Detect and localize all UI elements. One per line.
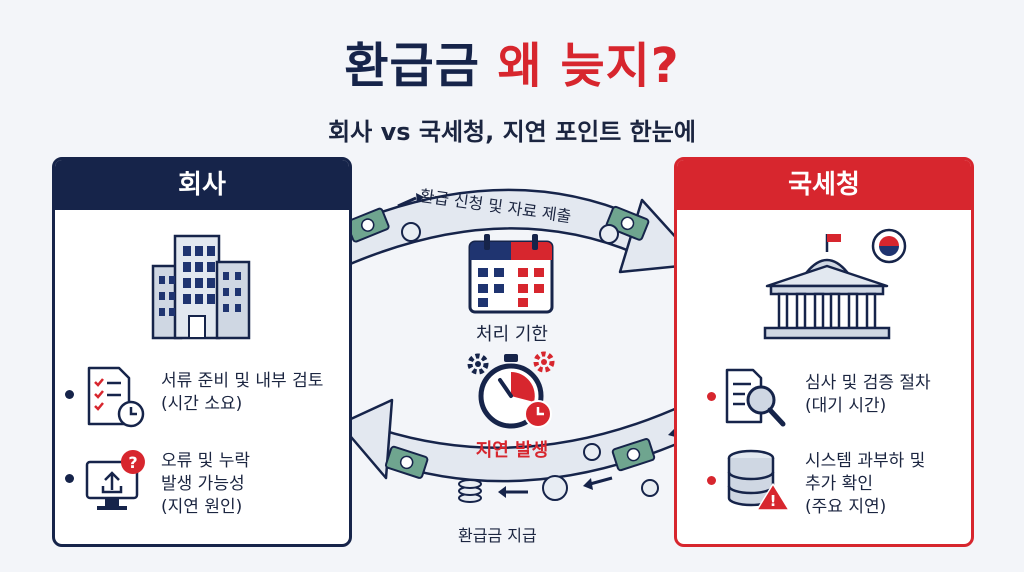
company-item-2-line-1: 오류 및 누락	[161, 451, 251, 471]
nts-item-1-line-2: (대기 시간)	[805, 396, 887, 416]
nts-item-2-line-2: 추가 확인	[805, 474, 873, 494]
nts-panel: 국세청 심사 및 검증 절차 (대기 시간)	[674, 157, 974, 547]
svg-text:?: ?	[128, 453, 137, 472]
small-arrow-icon	[397, 196, 417, 208]
bullet-dot	[707, 392, 716, 401]
nts-item-2-line-1: 시스템 과부하 및	[805, 451, 926, 471]
title-part-1: 환급금	[344, 38, 480, 94]
bullet-dot	[65, 474, 74, 483]
coin-stack-icon	[458, 479, 482, 503]
monitor-upload-error-icon: ?	[85, 450, 145, 510]
stopwatch-gears-icon	[467, 351, 555, 429]
svg-text:!: !	[770, 492, 777, 510]
company-item-2-line-3: (지연 원인)	[161, 497, 243, 517]
nts-item-1: 심사 및 검증 절차 (대기 시간)	[805, 372, 931, 418]
coin-icon	[542, 443, 659, 501]
deadline-label: 처리 기한	[476, 324, 548, 345]
money-bill-icon	[384, 445, 429, 479]
payout-flow-label: 환급금 지급	[458, 526, 537, 545]
company-panel-header: 회사	[55, 160, 349, 210]
government-building-icon	[763, 228, 907, 340]
company-item-2-line-2: 발생 가능성	[161, 474, 245, 494]
bullet-dot	[65, 390, 74, 399]
page-title: 환급금 왜 늦지?	[0, 26, 1024, 96]
company-item-1-line-1: 서류 준비 및 내부 검토	[161, 371, 324, 391]
money-bill-icon	[605, 205, 650, 241]
nts-item-1-line-1: 심사 및 검증 절차	[805, 373, 931, 393]
payout-flow-arrow	[338, 398, 688, 483]
nts-item-2: 시스템 과부하 및 추가 확인 (주요 지연)	[805, 450, 925, 519]
nts-item-2-line-3: (주요 지연)	[805, 497, 887, 517]
page-subtitle: 회사 vs 국세청, 지연 포인트 한눈에	[328, 118, 696, 146]
calendar-icon	[468, 234, 554, 314]
bullet-dot	[707, 476, 716, 485]
delay-label: 지연 발생	[475, 440, 549, 461]
title-part-2: 왜 늦지?	[497, 38, 680, 94]
money-bill-icon	[611, 438, 656, 472]
document-checklist-clock-icon	[87, 366, 145, 428]
nts-panel-header: 국세청	[677, 160, 971, 210]
company-item-1-line-2: (시간 소요)	[161, 394, 243, 414]
office-building-icon	[151, 234, 251, 340]
document-magnifier-icon	[725, 368, 786, 427]
coin-icon	[401, 222, 619, 244]
company-item-1: 서류 준비 및 내부 검토 (시간 소요)	[161, 370, 323, 416]
company-panel: 회사 서류 준비 및 내부 검토 (시간 소요)	[52, 157, 352, 547]
company-item-2: 오류 및 누락 발생 가능성 (지연 원인)	[161, 450, 250, 519]
database-warning-icon: !	[727, 449, 790, 511]
